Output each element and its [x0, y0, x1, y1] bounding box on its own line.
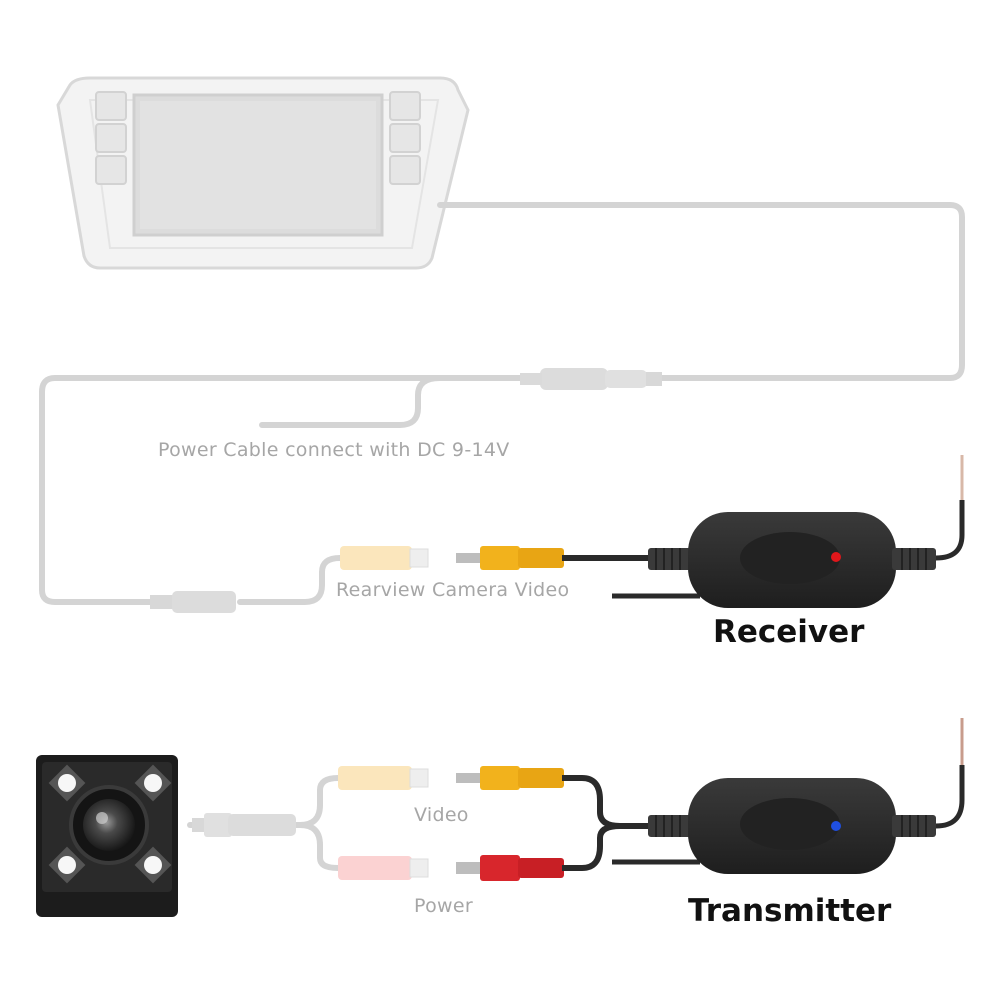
car-monitor-icon — [56, 76, 470, 270]
power-cable-label: Power Cable connect with DC 9-14V — [158, 439, 510, 461]
rearview-rca-connector — [340, 546, 429, 570]
backup-camera-icon — [36, 755, 178, 917]
power-plug-connector — [150, 591, 236, 613]
camera-plug — [192, 813, 296, 837]
transmitter-module — [456, 718, 965, 881]
receiver-module — [456, 455, 965, 608]
transmitter-label: Transmitter — [688, 893, 892, 929]
camera-power-connector — [338, 856, 429, 880]
rearview-video-label: Rearview Camera Video — [336, 579, 570, 601]
receiver-label: Receiver — [713, 614, 865, 650]
power-label: Power — [414, 895, 473, 917]
video-label: Video — [414, 804, 469, 826]
inline-connector — [520, 368, 662, 390]
faint-cables — [39, 202, 965, 605]
camera-video-rca — [338, 766, 429, 790]
